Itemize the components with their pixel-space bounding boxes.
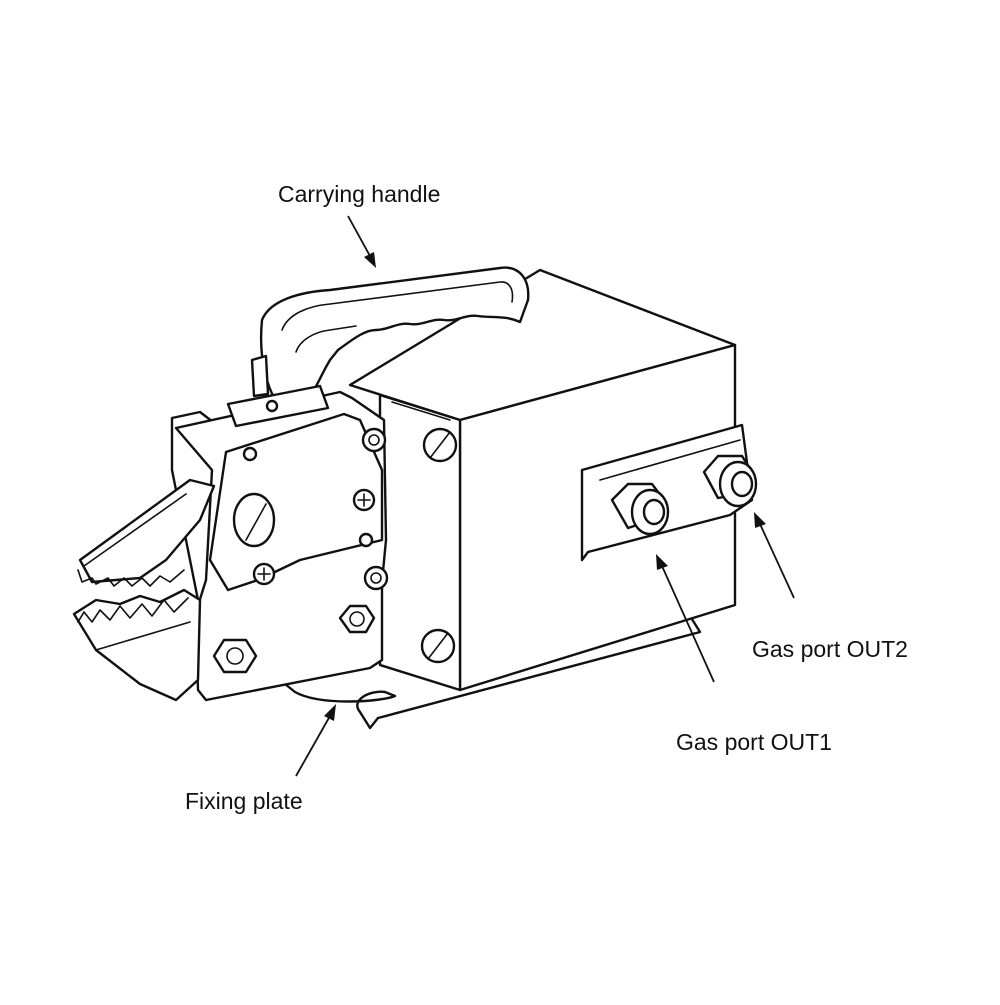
gas-port-out1-fitting (610, 482, 670, 536)
gas-port-out1-label: Gas port OUT1 (676, 729, 832, 755)
callout-arrow-handle (347, 215, 376, 268)
gas-port-out2-label: Gas port OUT2 (752, 636, 908, 662)
callout-arrow-out1 (656, 554, 715, 683)
main-body-drawing (348, 268, 758, 692)
carrying-handle-label: Carrying handle (278, 181, 441, 207)
callout-arrow-fixing (295, 704, 336, 777)
fixing-plate-label: Fixing plate (185, 788, 303, 814)
bolt-icon (212, 427, 389, 674)
crimp-head-drawing (72, 384, 389, 702)
gas-port-out2-fitting (702, 454, 758, 508)
callout-arrow-out2 (754, 512, 795, 599)
